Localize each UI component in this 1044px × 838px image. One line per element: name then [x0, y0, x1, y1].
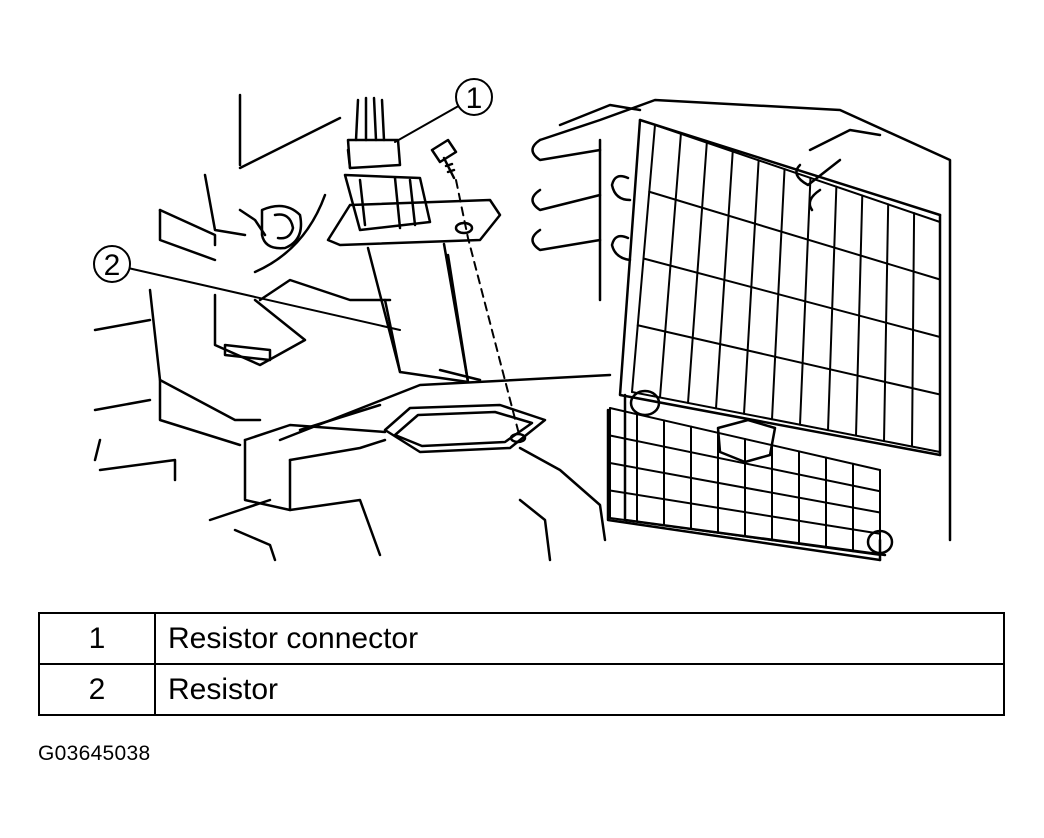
- callout-1-leader: [394, 103, 463, 143]
- resistor-body: [326, 173, 502, 384]
- legend-row: 1 Resistor connector: [38, 612, 1005, 665]
- figure-id: G03645038: [38, 742, 151, 765]
- callout-1: 1: [455, 78, 493, 116]
- filter-housing: [531, 98, 952, 562]
- callout-2: 2: [93, 245, 131, 283]
- legend-description: Resistor: [154, 663, 1005, 716]
- filter-grid: [609, 124, 941, 556]
- legend-number: 1: [38, 612, 156, 665]
- clip-bracket: [238, 193, 327, 274]
- resistor-connector: [346, 96, 402, 170]
- callout-2-leader: [127, 267, 401, 331]
- left-housing: [93, 93, 392, 482]
- legend-number: 2: [38, 663, 156, 716]
- callout-2-number: 2: [104, 249, 121, 282]
- legend-description: Resistor connector: [154, 612, 1005, 665]
- mounting-screw: [430, 138, 458, 180]
- blower-resistor-illustration: 1 2: [93, 78, 952, 562]
- mounting-opening: [208, 368, 612, 562]
- callout-legend-table: 1 Resistor connector 2 Resistor: [38, 612, 1005, 716]
- legend-row: 2 Resistor: [38, 663, 1005, 716]
- screw-guide-line: [455, 179, 521, 439]
- callout-1-number: 1: [466, 82, 483, 115]
